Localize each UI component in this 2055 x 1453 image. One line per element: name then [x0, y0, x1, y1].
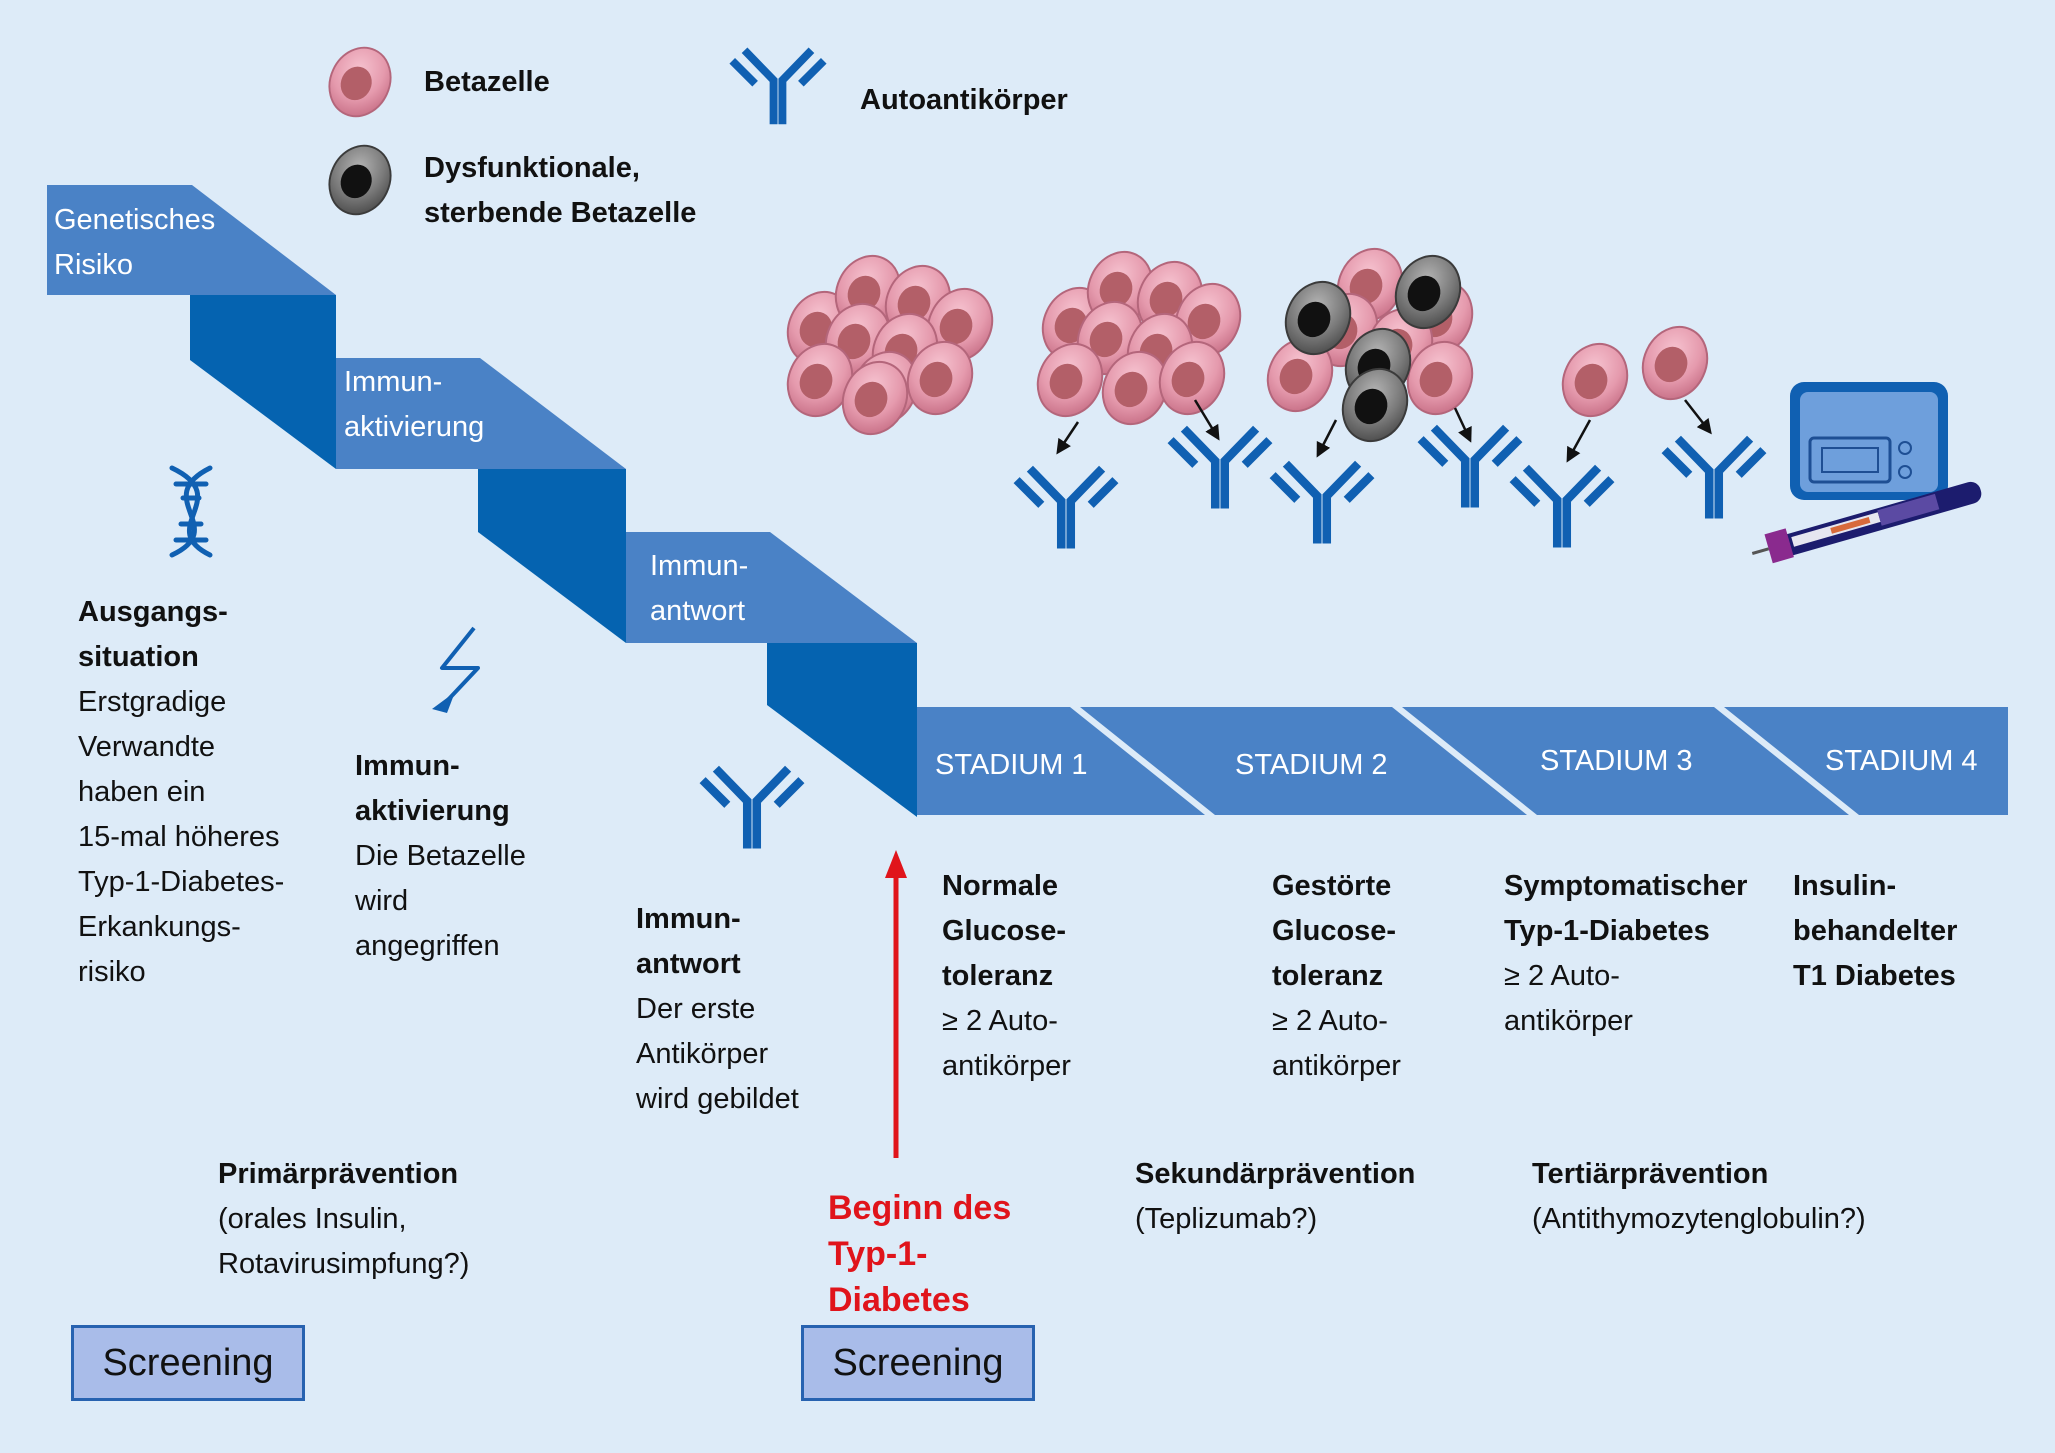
antibody-icon	[703, 769, 802, 849]
stage-segment-3	[1402, 707, 1849, 815]
description-immune-activation: Immun- aktivierung Die Betazelle wird an…	[355, 750, 526, 962]
description-immune-response: Immun- antwort Der erste Antikörper wird…	[636, 903, 799, 1115]
description-baseline: Ausgangs- situation Erstgradige Verwandt…	[78, 596, 285, 988]
onset-arrow	[885, 850, 907, 1158]
lightning-icon	[432, 626, 480, 713]
step-label-immune-response: Immun-antwort	[650, 550, 749, 627]
secondary-prevention: Sekundärprävention (Teplizumab?)	[1135, 1158, 1416, 1235]
riser-2	[478, 469, 626, 643]
mixed-cell-cluster	[1255, 237, 1485, 453]
stage-label-3: STADIUM 3	[1540, 745, 1693, 777]
riser-3	[767, 643, 917, 817]
screening-box-1: Screening	[71, 1325, 305, 1401]
beta-cell-icon	[317, 36, 403, 128]
antibody-row	[1017, 428, 1764, 549]
description-stage-2: Gestörte Glucose- toleranz ≥ 2 Auto- ant…	[1272, 870, 1401, 1082]
tertiary-prevention: Tertiärprävention (Antithymozytenglobuli…	[1532, 1158, 1866, 1235]
stage-segment-2	[1080, 707, 1527, 815]
step-immune-activation	[336, 358, 626, 469]
step-immune-response	[626, 532, 917, 643]
onset-label: Beginn des Typ-1- Diabetes	[828, 1189, 1012, 1319]
beta-cell-cluster-2	[1025, 240, 1253, 436]
beta-cell-single	[1630, 315, 1720, 411]
insulin-pen-icon	[1751, 481, 1982, 564]
legend-autoantibody-label: Autoantikörper	[860, 84, 1068, 116]
attack-arrows	[1056, 399, 1712, 463]
stage-label-1: STADIUM 1	[935, 749, 1088, 781]
riser-1	[190, 295, 336, 469]
description-stage-4: Insulin- behandelter T1 Diabetes	[1793, 870, 1958, 992]
stage-label-4: STADIUM 4	[1825, 745, 1978, 777]
screening-box-2: Screening	[801, 1325, 1035, 1401]
dna-icon	[169, 465, 213, 558]
stage-segment-1	[917, 707, 1205, 815]
step-label-immune-activation: Immun-aktivierung	[344, 366, 485, 443]
stage-segment-4	[1724, 707, 2008, 815]
legend-beta-cell-label: Betazelle	[424, 66, 550, 98]
beta-cell-cluster-1	[775, 244, 1005, 446]
dysfunctional-cell-icon	[317, 134, 403, 226]
stage-bar	[917, 707, 2008, 815]
staircase	[47, 185, 917, 817]
antibody-icon	[732, 50, 824, 124]
beta-cell-single	[1550, 332, 1640, 428]
description-stage-1: Normale Glucose- toleranz ≥ 2 Auto- anti…	[942, 870, 1071, 1082]
description-stage-3: Symptomatischer Typ-1-Diabetes ≥ 2 Auto-…	[1504, 870, 1748, 1037]
stage-label-2: STADIUM 2	[1235, 749, 1388, 781]
step-genetic-risk	[47, 185, 336, 295]
legend-dysfunctional-label: Dysfunktionale, sterbende Betazelle	[424, 152, 697, 229]
insulin-pump-icon	[1790, 382, 1948, 500]
primary-prevention: Primärprävention (orales Insulin, Rotavi…	[218, 1158, 470, 1280]
